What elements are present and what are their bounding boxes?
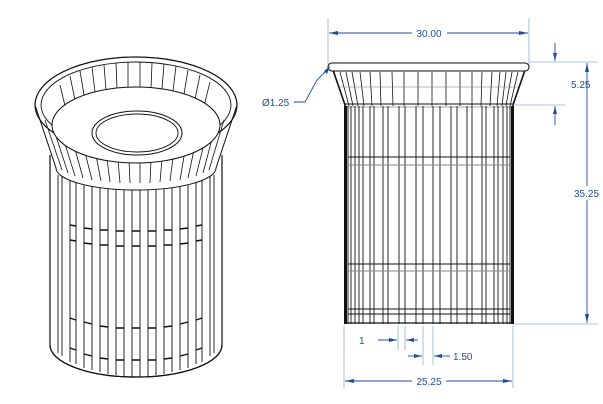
dim-rim-diameter: Ø1.25 [262, 98, 290, 109]
dim-overall-height: 35.25 [574, 189, 599, 200]
dim-flare-height: 5.25 [571, 80, 591, 91]
isometric-view [34, 56, 238, 378]
dim-top-width: 30.00 [416, 29, 441, 40]
elevation-view [327, 62, 530, 324]
dimensions [294, 18, 598, 388]
dim-base-width: 25.25 [416, 377, 441, 388]
dim-slat-gap: 1.50 [453, 352, 473, 363]
dim-slat-width: 1 [359, 336, 365, 347]
